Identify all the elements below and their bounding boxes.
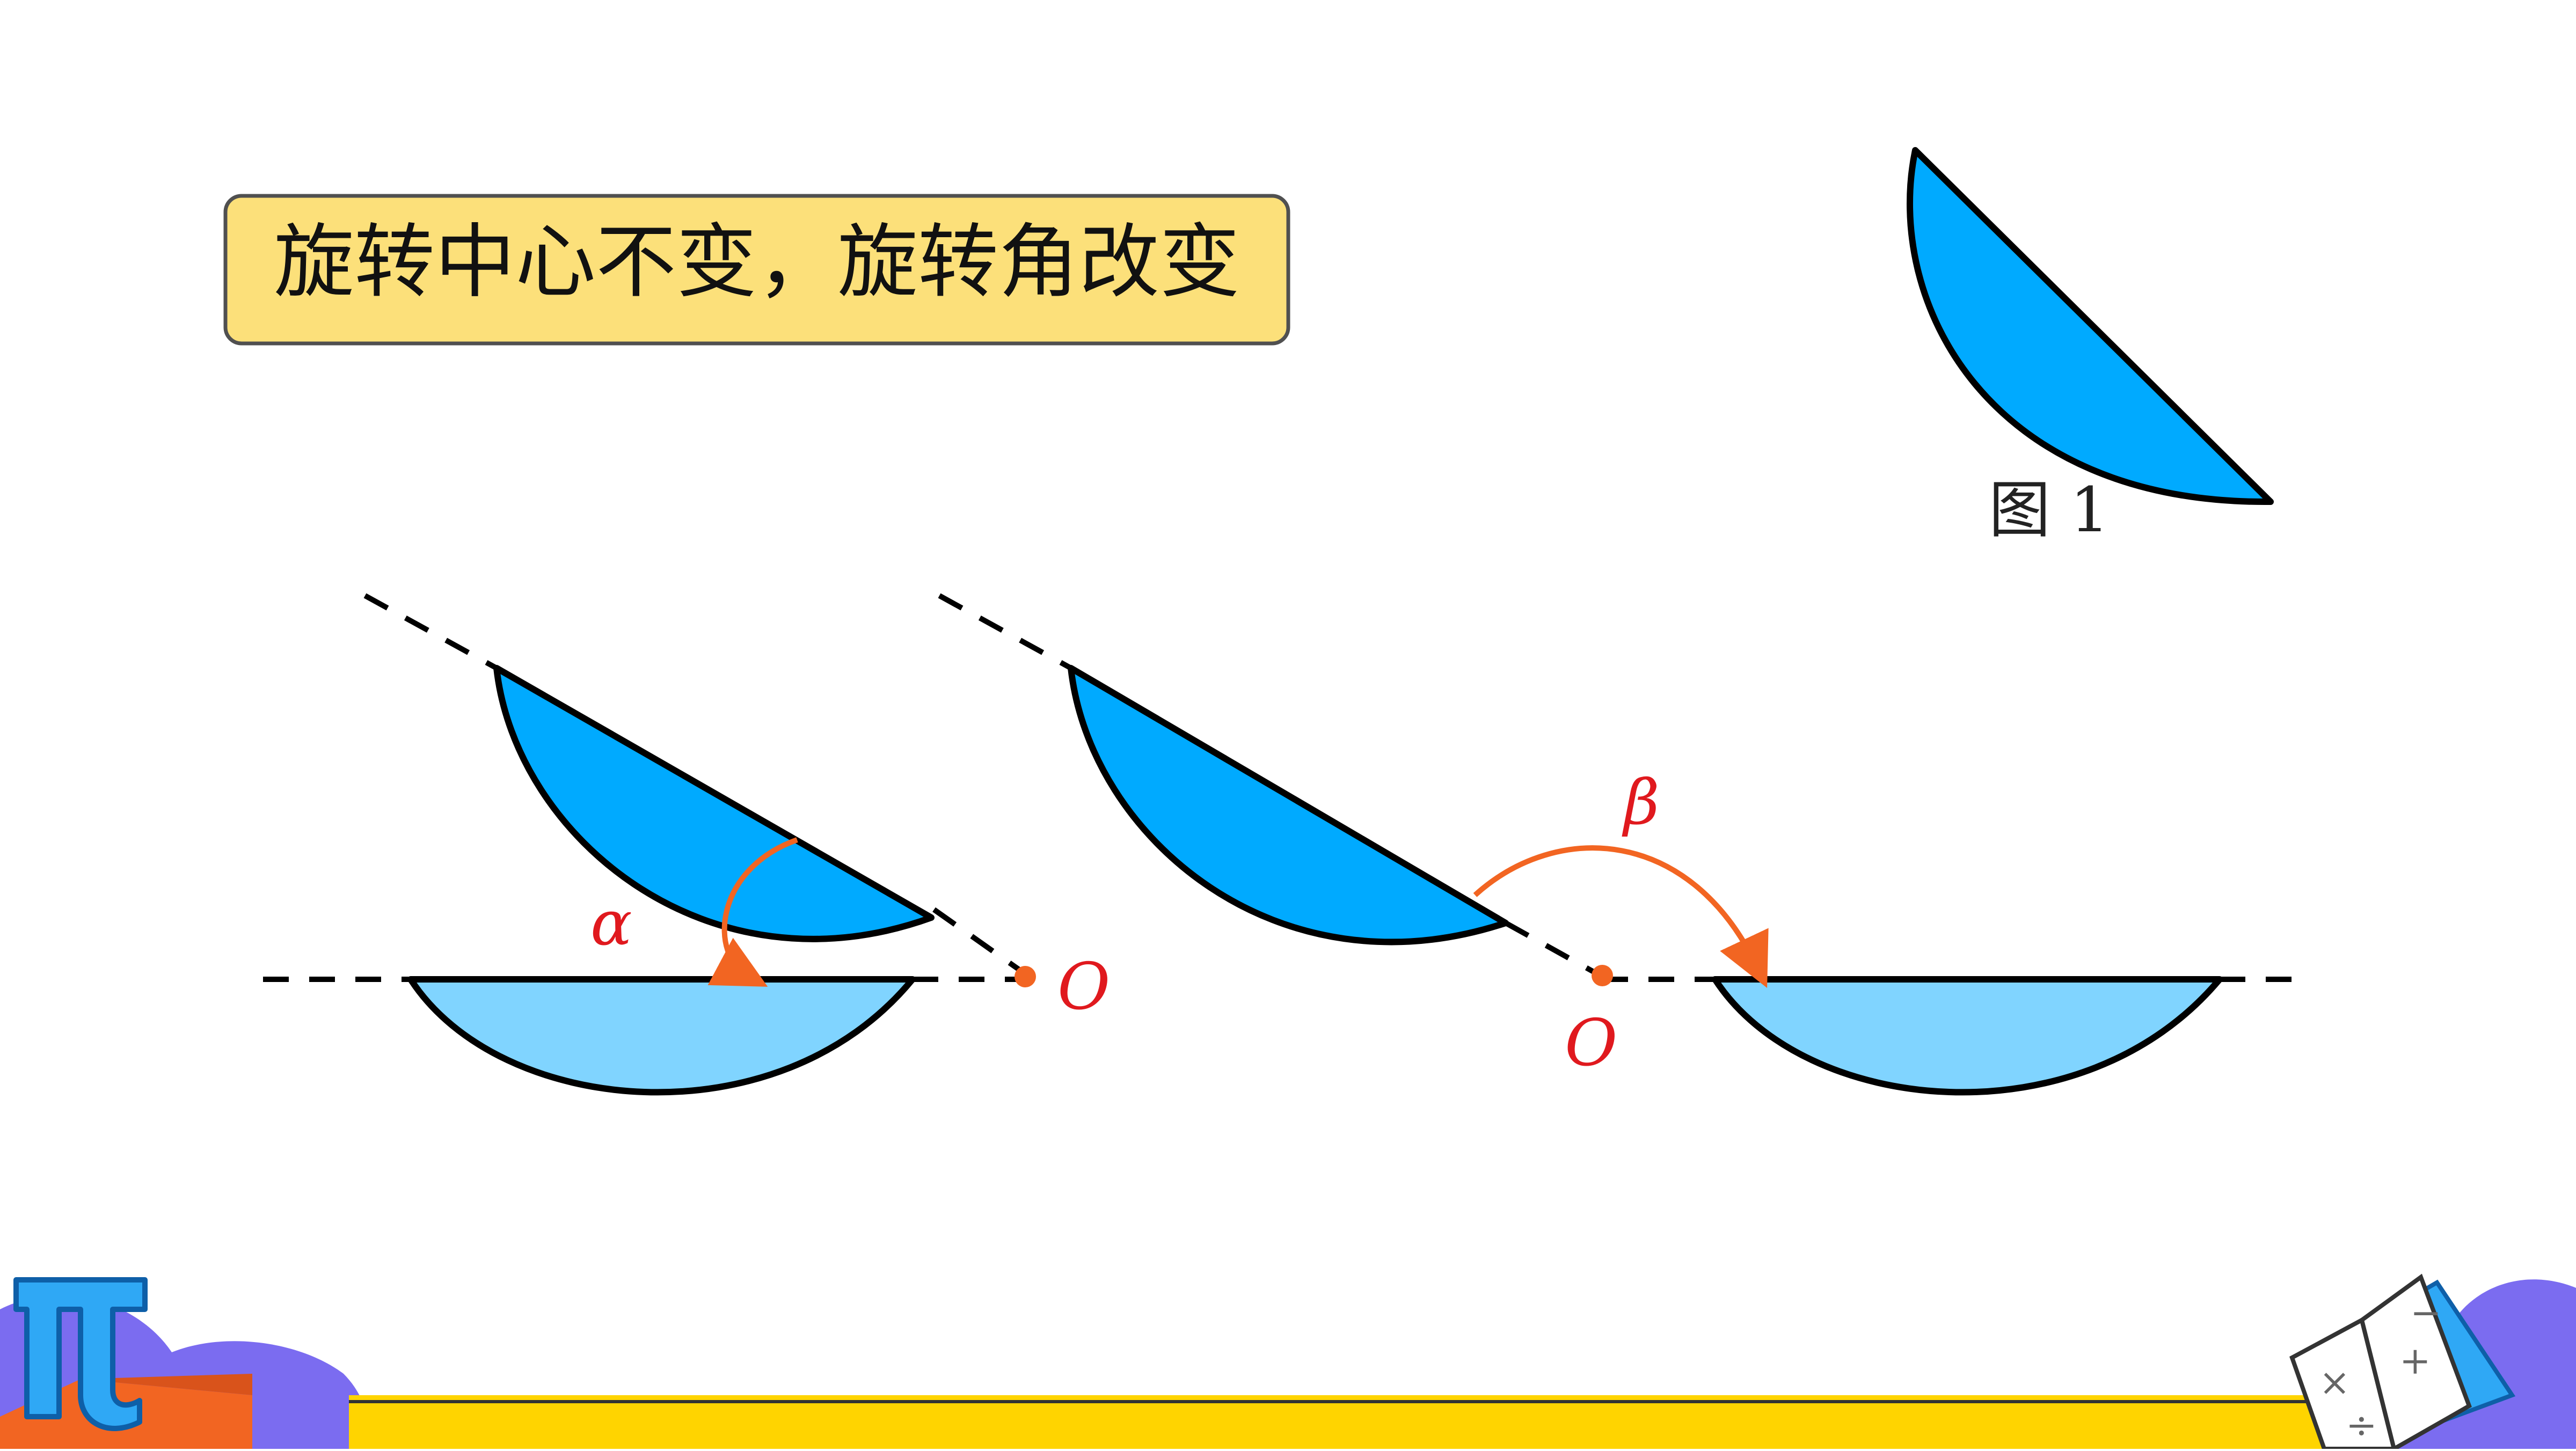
right-image-segment: [1712, 976, 2223, 1096]
footer-orange-block-side: [81, 1374, 252, 1395]
pi-icon: [13, 1277, 148, 1431]
svg-text:×: ×: [2319, 1360, 2351, 1404]
left-rotation-arrow: [707, 837, 798, 987]
right-rotation-arrow: [1473, 845, 1769, 988]
figure-1-segment: [1906, 147, 2274, 505]
right-ray-slanted-dashed-end: [1504, 920, 1604, 979]
left-center-label: O: [1057, 950, 1110, 1024]
figure-1: 图 1: [1906, 147, 2274, 546]
left-original-segment: [493, 665, 935, 942]
svg-text:÷: ÷: [2346, 1403, 2377, 1447]
title-box: 旋转中心不变，旋转角改变: [223, 194, 1290, 346]
figure-1-caption: 图 1: [1989, 474, 2110, 546]
left-ray-slanted-dashed: [363, 593, 498, 671]
left-angle-label: α: [590, 888, 632, 959]
svg-text:−: −: [2410, 1291, 2442, 1335]
left-image-segment: [407, 976, 916, 1096]
right-original-segment: [1068, 665, 1509, 946]
title-text: 旋转中心不变，旋转角改变: [274, 216, 1240, 309]
svg-text:+: +: [2399, 1339, 2431, 1383]
footer-decoration: × ÷ − +: [0, 1273, 2576, 1451]
footer-yellow-band: [349, 1395, 2367, 1449]
right-center-label: O: [1565, 1006, 1617, 1081]
left-diagram: α O: [263, 593, 1110, 1096]
right-angle-label: β: [1622, 767, 1659, 839]
right-center-point: [1592, 965, 1613, 986]
left-ray-slanted-dashed-end: [932, 907, 1027, 977]
left-center-point: [1015, 966, 1036, 987]
right-ray-slanted-dashed: [938, 593, 1072, 671]
math-book-icon: × ÷ − +: [2289, 1273, 2516, 1451]
right-diagram: β O: [938, 593, 2305, 1096]
